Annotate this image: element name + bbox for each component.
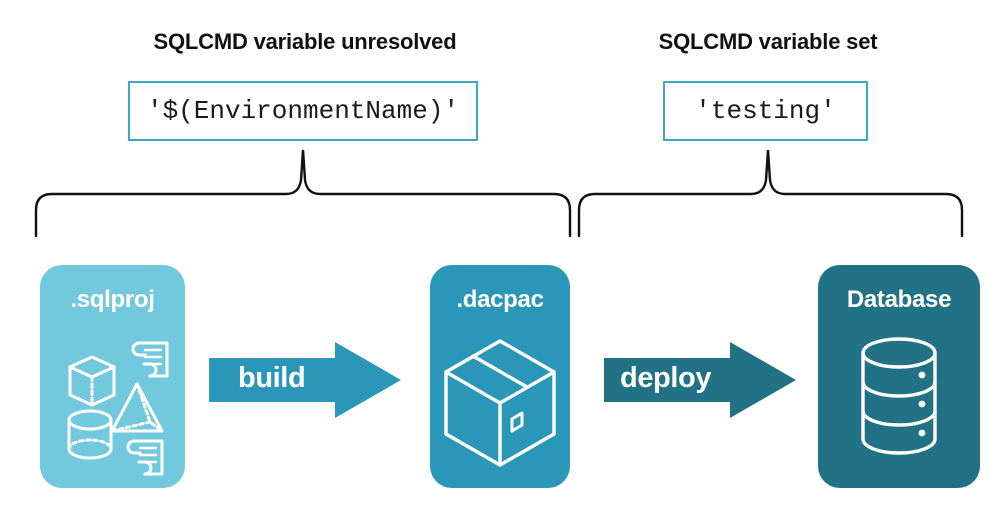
group-caption-unresolved: SQLCMD variable unresolved — [153, 29, 457, 54]
stage-card-database: Database — [818, 265, 980, 488]
database-art — [861, 337, 937, 455]
stage-label-database: Database — [846, 286, 952, 313]
arrow-deploy-shape — [604, 342, 796, 418]
curly-brace-left-icon — [34, 149, 572, 238]
arrow-label-build: build — [238, 362, 306, 394]
project-contents-art — [67, 341, 169, 476]
value-box-testing: 'testing' — [663, 81, 868, 141]
package-box-icon — [444, 339, 556, 467]
arrow-build — [209, 342, 401, 418]
arrow-build-shape — [209, 342, 401, 418]
curly-brace-right-icon — [577, 149, 964, 238]
brace-group — [34, 149, 964, 238]
cube-icon — [68, 355, 116, 407]
value-text-testing: 'testing' — [695, 96, 836, 126]
stage-card-dacpac: .dacpac — [430, 265, 570, 488]
stage-card-sqlproj: .sqlproj — [40, 265, 185, 488]
arrow-label-deploy: deploy — [620, 362, 712, 394]
group-caption-set: SQLCMD variable set — [658, 29, 878, 54]
value-text-environment-name: '$(EnvironmentName)' — [146, 96, 460, 126]
value-box-environment-name: '$(EnvironmentName)' — [128, 81, 478, 141]
script-icon-bottom — [126, 439, 164, 476]
stage-label-sqlproj: .sqlproj — [70, 286, 155, 313]
arrow-deploy — [604, 342, 796, 418]
pyramid-icon — [110, 382, 164, 433]
script-icon-top — [131, 341, 169, 378]
stage-label-dacpac: .dacpac — [456, 286, 544, 313]
database-cylinder-icon — [861, 337, 937, 455]
cylinder-icon — [67, 409, 113, 460]
package-box-art — [444, 339, 556, 467]
